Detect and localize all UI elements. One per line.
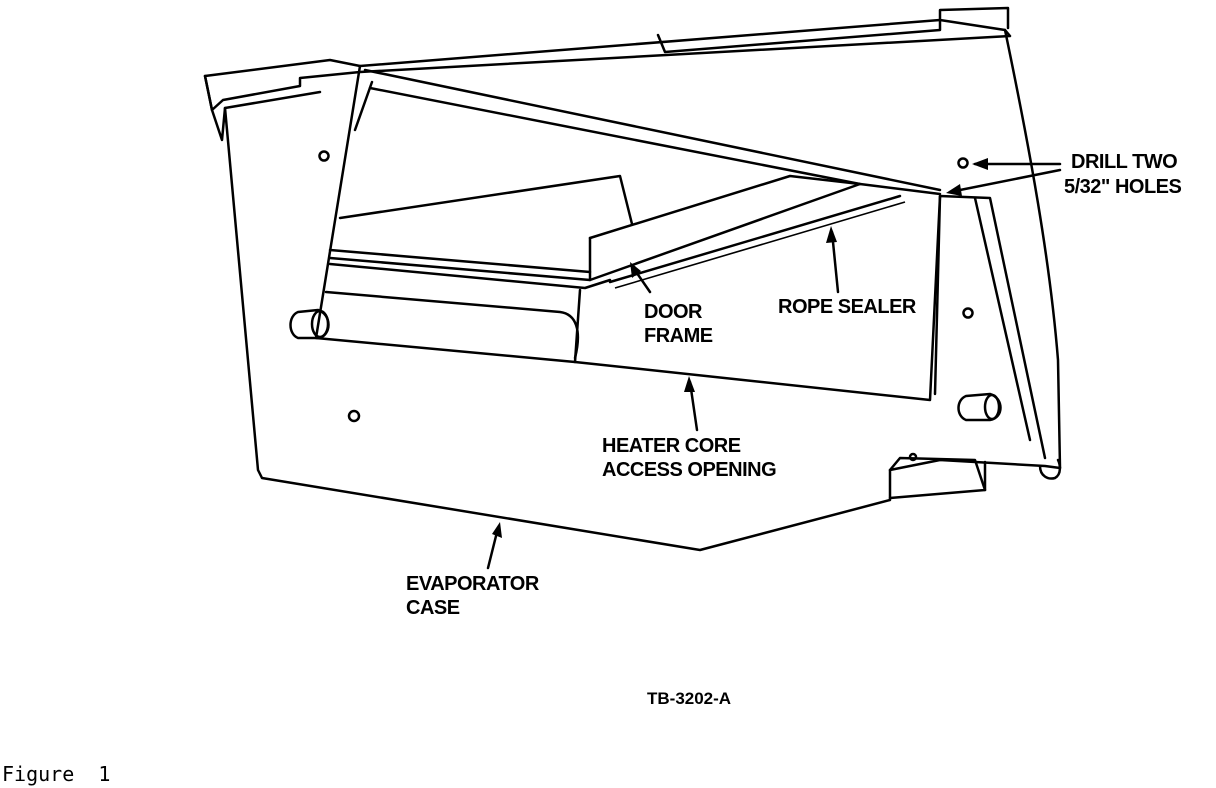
evaporator-case-line-2: CASE (406, 597, 460, 619)
heater-core-line-1: HEATER CORE (602, 435, 741, 457)
callout-door-frame: DOOR FRAME (644, 301, 713, 347)
door-frame-line-2: FRAME (644, 325, 713, 347)
door-frame-line-1: DOOR (644, 301, 703, 323)
drill-holes-line-2: 5/32" HOLES (1064, 176, 1182, 198)
callout-drill-holes: DRILL TWO 5/32" HOLES (1064, 151, 1182, 198)
leader-arrows (486, 158, 1062, 570)
evaporator-case-line-1: EVAPORATOR (406, 573, 540, 595)
hole-2 (347, 409, 361, 423)
hole-1 (318, 150, 330, 162)
drill-holes-line-1: DRILL TWO (1071, 151, 1177, 173)
heater-core-line-2: ACCESS OPENING (602, 459, 776, 481)
door-frame-shape (314, 64, 1047, 460)
figure-caption: Figure 1 (2, 762, 110, 786)
reference-code: TB-3202-A (647, 689, 731, 708)
callout-evaporator-case: EVAPORATOR CASE (406, 573, 540, 619)
evaporator-case-body (203, 6, 1062, 552)
rope-sealer-label: ROPE SEALER (778, 296, 917, 318)
drill-hole-marker (957, 157, 969, 169)
case-holes (289, 150, 1002, 462)
hole-4 (908, 452, 918, 462)
hole-3 (962, 307, 974, 319)
callout-heater-core: HEATER CORE ACCESS OPENING (602, 435, 777, 481)
